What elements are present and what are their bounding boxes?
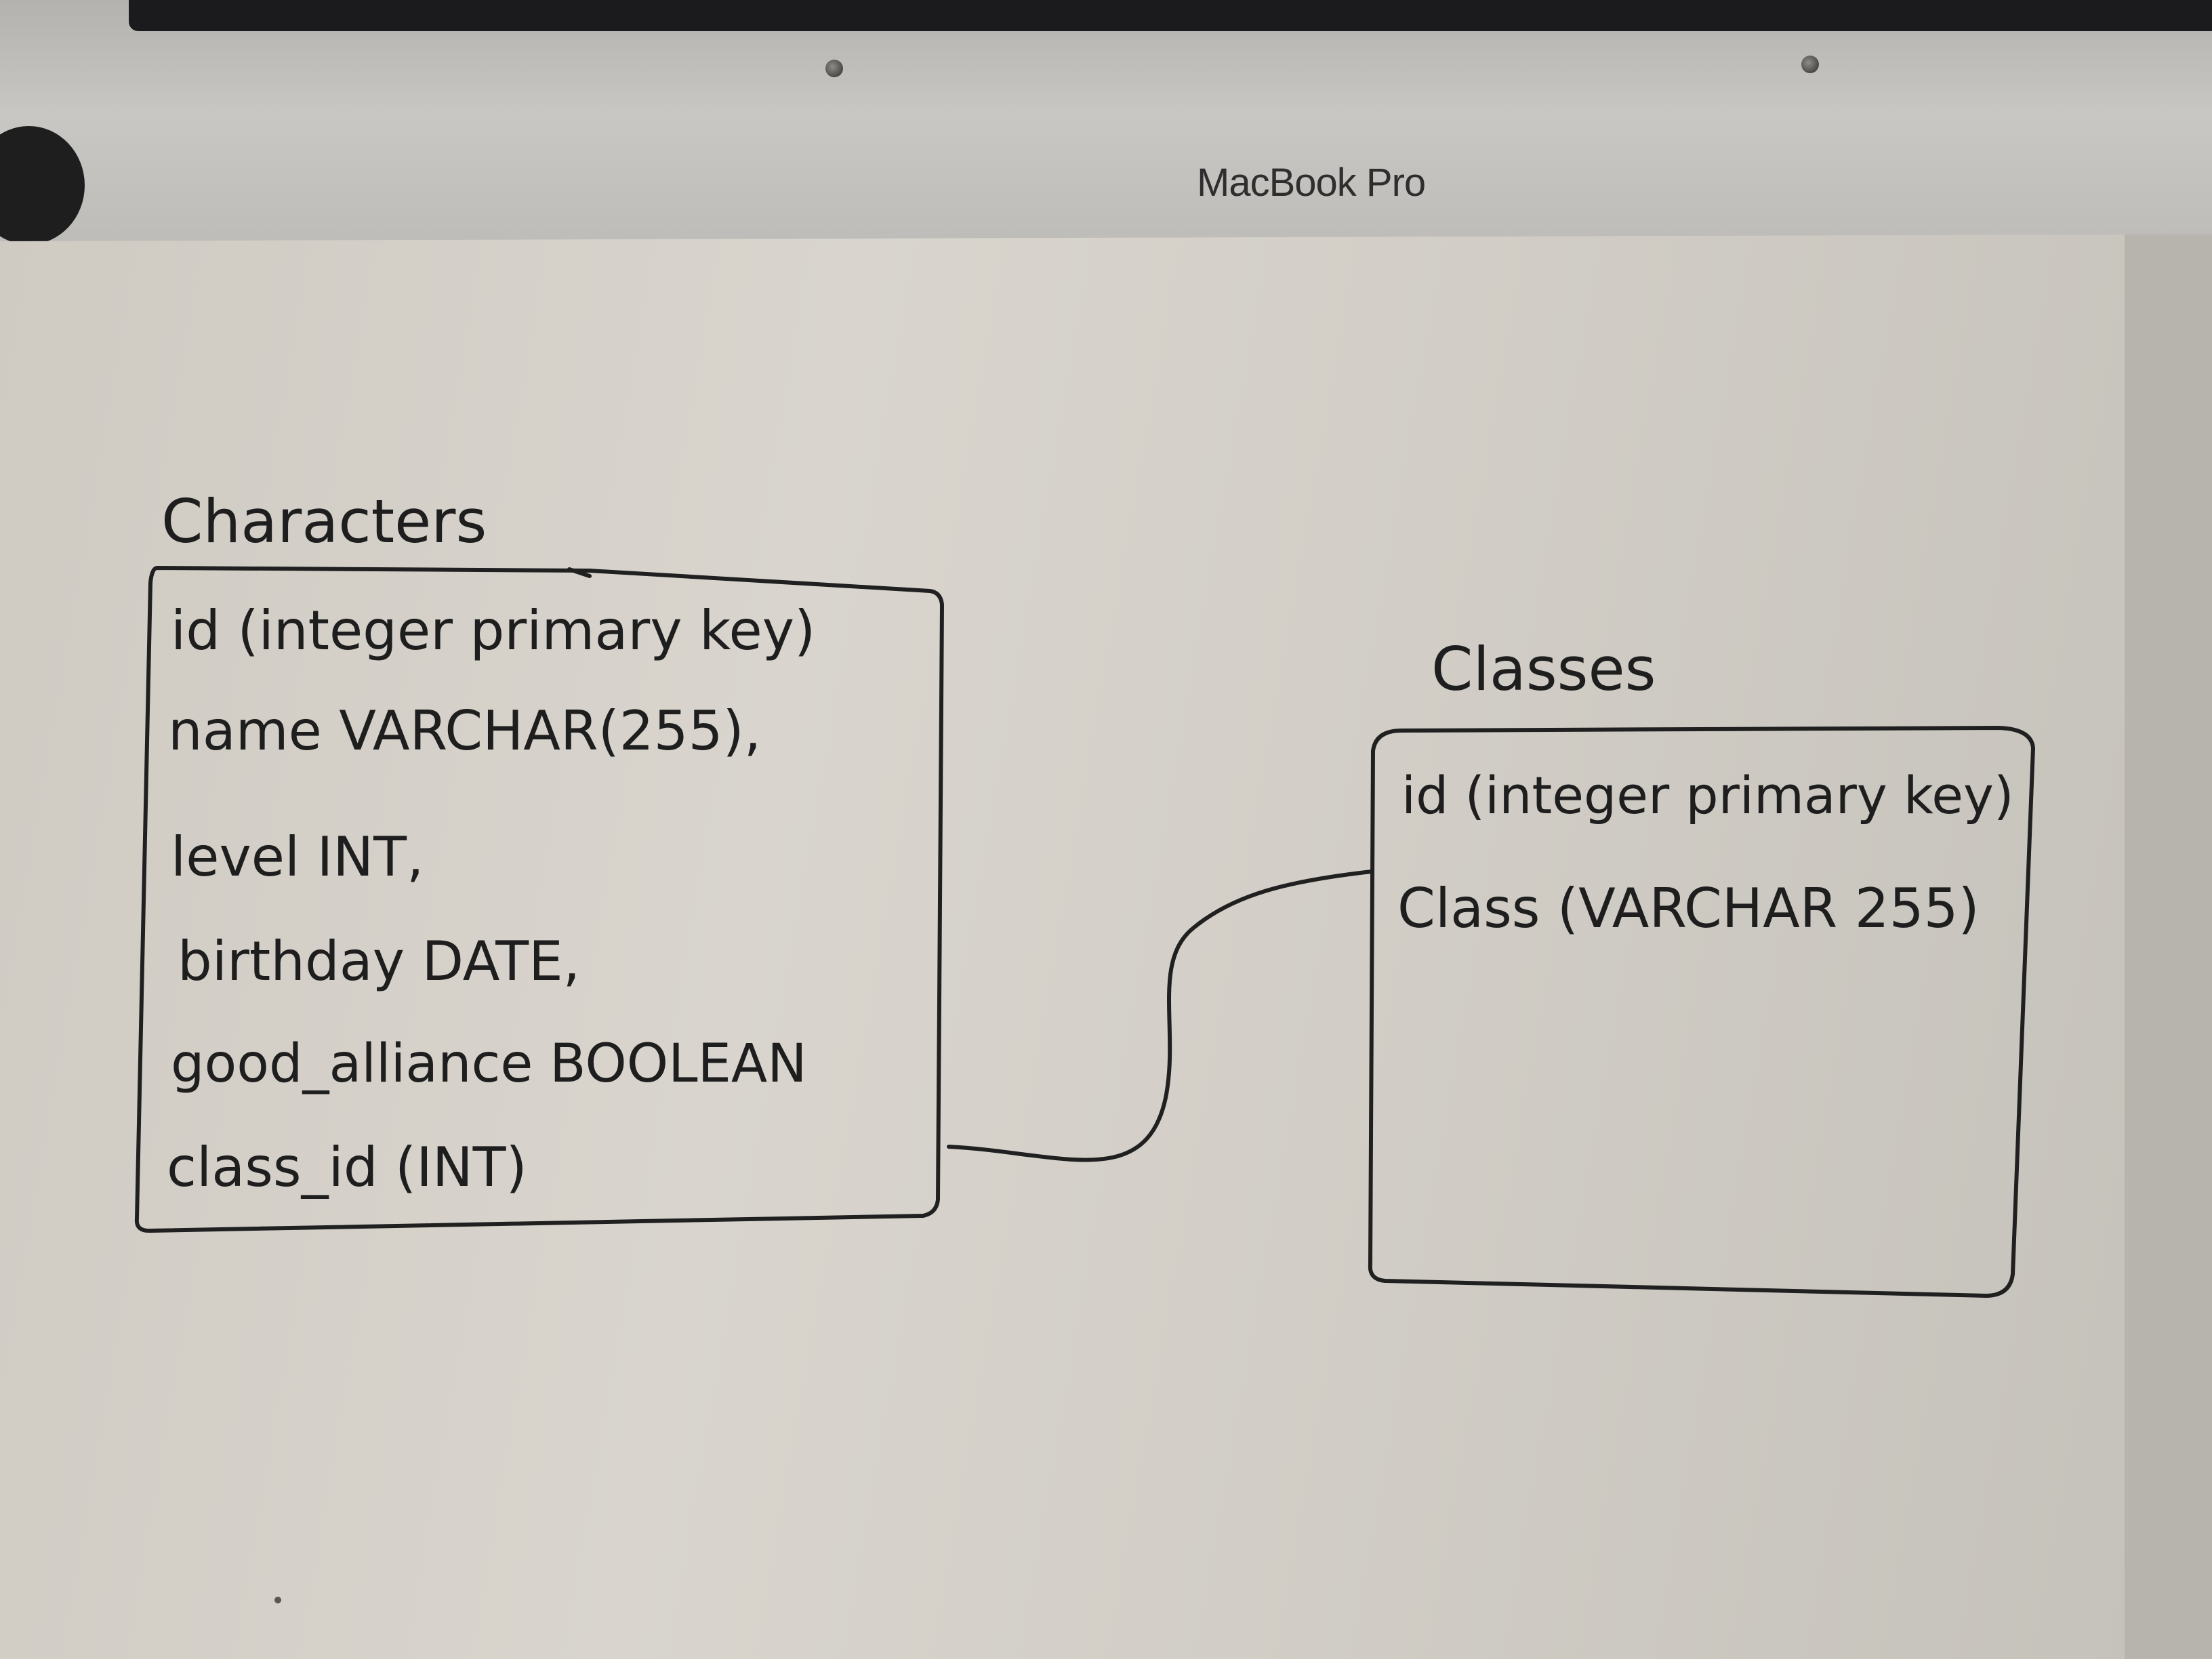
- entity-box-characters: [134, 566, 944, 1233]
- field-characters-level: level INT,: [171, 825, 424, 888]
- stray-dot: [274, 1597, 281, 1603]
- entity-characters: Characters id (integer primary key) name…: [134, 487, 944, 1233]
- entity-classes: Classes id (integer primary key) Class (…: [1368, 634, 2035, 1298]
- relationship-connector: [947, 869, 1374, 1162]
- laptop-brand-label: MacBook Pro: [1197, 161, 1426, 205]
- screw-icon: [825, 60, 843, 77]
- screen-bezel: [129, 0, 2212, 31]
- field-characters-good-alliance: good_alliance BOOLEAN: [171, 1033, 807, 1094]
- screw-icon: [1801, 56, 1819, 73]
- field-characters-class-id: class_id (INT): [167, 1136, 527, 1199]
- entity-title-characters: Characters: [161, 487, 487, 556]
- field-characters-id: id (integer primary key): [171, 599, 815, 662]
- entity-title-classes: Classes: [1431, 634, 1656, 704]
- desk-surface: [2125, 234, 2212, 1659]
- field-classes-class: Class (VARCHAR 255): [1397, 877, 1980, 940]
- field-characters-birthday: birthday DATE,: [178, 930, 580, 993]
- pen-mark: [567, 567, 592, 578]
- entity-box-classes: [1368, 726, 2035, 1298]
- paper-sheet: [0, 234, 2131, 1659]
- field-characters-name: name VARCHAR(255),: [168, 699, 761, 762]
- laptop-lid: MacBook Pro: [0, 0, 2212, 258]
- field-classes-id: id (integer primary key): [1401, 765, 2014, 825]
